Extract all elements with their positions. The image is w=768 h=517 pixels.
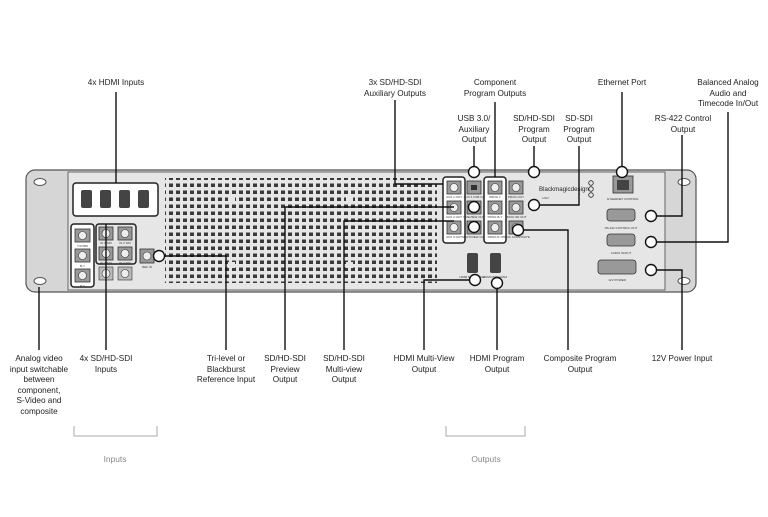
vent-grille — [165, 178, 437, 283]
label-power-input: 12V Power Input — [651, 354, 713, 363]
ethernet-label: ETHERNET CONTROL — [607, 197, 639, 201]
label-hdmi-inputs: 4x HDMI Inputs — [87, 78, 145, 87]
brand-dot — [588, 186, 594, 192]
usb-label: AUX 3 USB 3.0 — [464, 195, 485, 199]
analog-r-label: R-Y — [80, 284, 85, 288]
hdmi-input-port — [81, 190, 92, 208]
callout-markers — [152, 165, 658, 290]
audio-label: AUDIO IN/OUT — [611, 251, 632, 255]
aux1-label: AUX 1 OUT — [446, 195, 462, 199]
vent-grille-screw — [228, 196, 235, 202]
preview-label: PREVIEW OUT — [463, 215, 484, 219]
analog-b-label: B-Y — [80, 264, 85, 268]
aux3-label: AUX 3 OUT — [446, 235, 462, 239]
rack-ear-hole — [33, 178, 47, 186]
brand-logo: Blackmagicdesign — [539, 186, 589, 193]
sdi-in4-label: IN 4 SDI — [119, 261, 131, 265]
prog-out-label: PROG OUT — [508, 195, 524, 199]
hdmi-input-port — [119, 190, 130, 208]
prog-sd-label: PROG SD OUT — [505, 215, 526, 219]
prog-composite-label: PROG COMPOSITE — [502, 235, 530, 239]
group-brackets — [73, 426, 526, 437]
hdmi-prog-label: HDMI PROGRAM — [483, 275, 508, 279]
rack-ear-hole — [33, 277, 47, 285]
rs422-label: RS-422 CONTROL OUT — [605, 226, 638, 230]
sdi-inputs-group — [95, 223, 137, 265]
analog-y-label: Y/CVBS — [77, 244, 88, 248]
hdmi-program-port — [490, 253, 501, 273]
sdi-in2-label: IN 2 SDI — [119, 241, 131, 245]
multiview-label: MULTIVIEW OUT — [462, 235, 486, 239]
rack-ear-hole — [677, 277, 691, 285]
hdmi-input-port — [138, 190, 149, 208]
callout-lines — [38, 92, 729, 350]
brand-dot — [588, 192, 594, 198]
vent-grille-screw — [346, 262, 353, 268]
vent-grille-screw — [346, 196, 353, 202]
brand-subtext: ATEM — [542, 197, 549, 200]
power-port — [597, 259, 637, 275]
hdmi-input-port — [100, 190, 111, 208]
audio-port — [606, 233, 636, 247]
group-label-outputs: Outputs — [471, 454, 501, 464]
brand-dot — [588, 180, 594, 186]
prog-ry-label: PROG R-Y — [488, 235, 503, 239]
power-label: 12V POWER — [608, 278, 626, 282]
label-ethernet-port: Ethernet Port — [597, 78, 647, 87]
prog-by-label: PROG B-Y — [488, 215, 503, 219]
group-label-inputs: Inputs — [103, 454, 127, 464]
hdmi-multiview-port — [467, 253, 478, 273]
rs422-port — [606, 208, 636, 222]
rack-ear-hole — [677, 178, 691, 186]
prog-y-label: PROG Y — [489, 195, 501, 199]
ref-in-label: REF IN — [142, 265, 152, 269]
vent-grille-screw — [228, 262, 235, 268]
aux2-label: AUX 2 OUT — [446, 215, 462, 219]
